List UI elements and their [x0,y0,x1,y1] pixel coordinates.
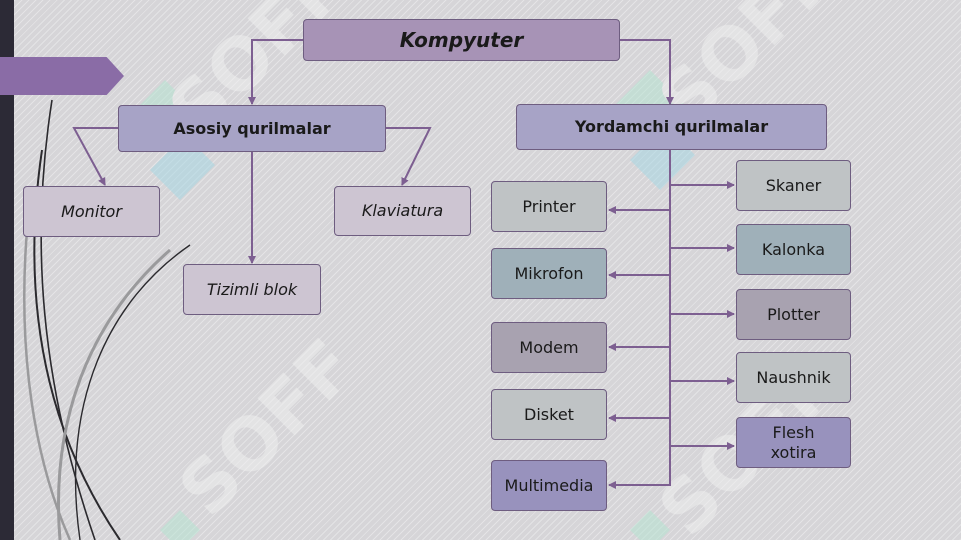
mikrofon-node: Mikrofon [491,248,607,299]
system-unit-node: Tizimli blok [183,264,321,315]
left-dark-bar [0,0,14,540]
multimedia-node: Multimedia [491,460,607,511]
aux-devices-node: Yordamchi qurilmalar [516,104,827,150]
system-unit-label: Tizimli blok [206,279,298,299]
mikrofon-label: Mikrofon [514,263,584,283]
keyboard-label: Klaviatura [361,201,444,220]
plotter-node: Plotter [736,289,851,340]
root-node: Kompyuter [303,19,620,61]
monitor-label: Monitor [61,201,122,221]
modem-label: Modem [519,337,579,357]
root-node-label: Kompyuter [399,28,524,52]
kalonka-label: Kalonka [761,239,826,259]
kalonka-node: Kalonka [736,224,851,275]
skaner-label: Skaner [765,175,822,195]
printer-label: Printer [522,196,576,216]
connector-root-main [248,39,303,105]
flesh-xotira-label: Flesh xotira [770,422,817,462]
skaner-node: Skaner [736,160,851,211]
modem-node: Modem [491,322,607,373]
plotter-label: Plotter [767,304,820,324]
connector-monitor [72,127,118,186]
main-devices-label: Asosiy qurilmalar [173,118,331,138]
printer-node: Printer [491,181,607,232]
flesh-xotira-node: Flesh xotira [736,417,851,468]
connector-root-aux [620,39,674,105]
disket-label: Disket [524,404,574,424]
keyboard-node: Klaviatura [334,186,471,236]
accent-arrow-shape [0,57,124,95]
naushnik-label: Naushnik [756,367,831,387]
main-devices-node: Asosiy qurilmalar [118,105,386,152]
aux-devices-label: Yordamchi qurilmalar [574,117,769,136]
monitor-node: Monitor [23,186,160,237]
disket-node: Disket [491,389,607,440]
connector-keyboard [386,127,432,186]
naushnik-node: Naushnik [736,352,851,403]
multimedia-label: Multimedia [504,475,594,495]
